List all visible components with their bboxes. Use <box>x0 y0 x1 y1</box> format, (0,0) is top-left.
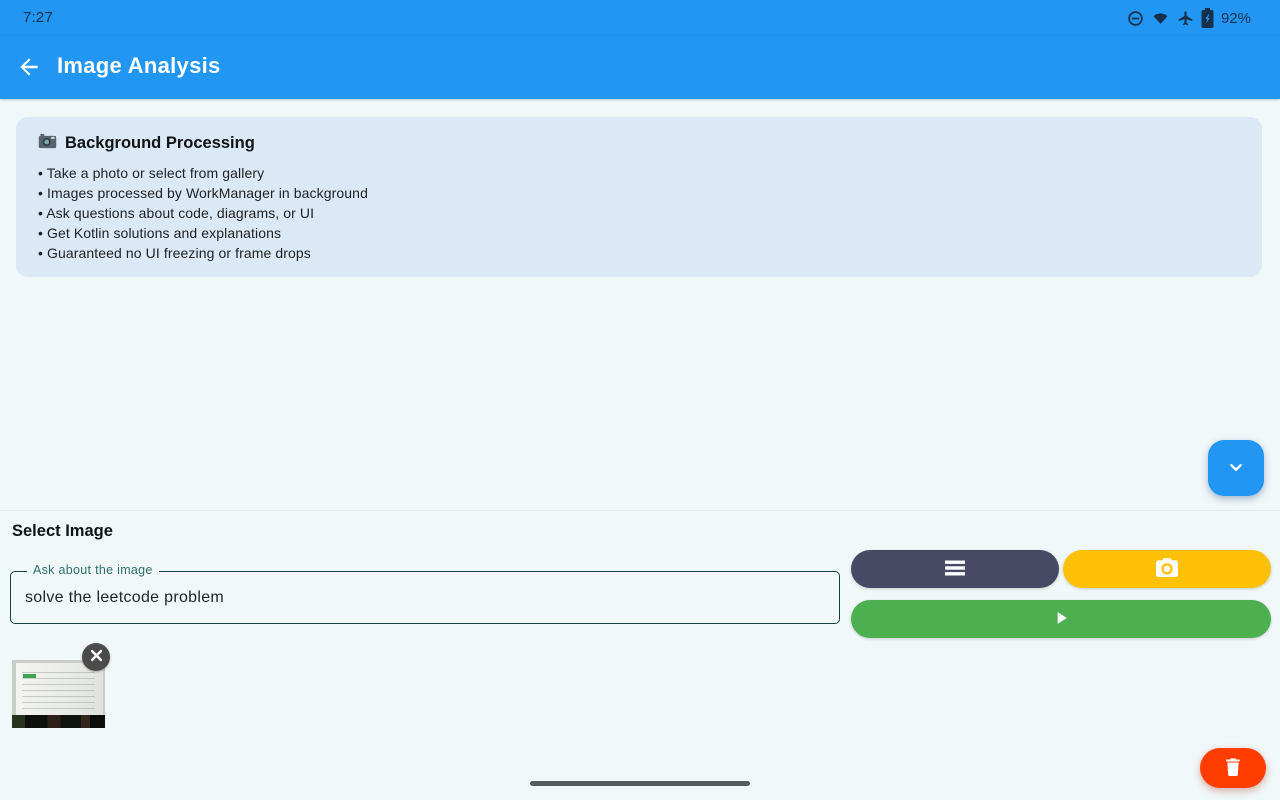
panel-divider <box>0 510 1280 511</box>
bullet-item: • Guaranteed no UI freezing or frame dro… <box>38 245 311 261</box>
gesture-navigation-handle[interactable] <box>530 781 750 786</box>
scroll-down-fab[interactable] <box>1208 440 1264 496</box>
section-title: Select Image <box>12 522 113 540</box>
ask-input[interactable] <box>11 572 839 623</box>
bullet-item: • Get Kotlin solutions and explanations <box>38 225 282 241</box>
camera-emoji-icon <box>38 133 57 154</box>
camera-icon <box>1155 557 1179 582</box>
thumbnail-detail <box>12 715 105 728</box>
airplane-mode-icon <box>1177 10 1194 27</box>
camera-button[interactable] <box>1063 550 1271 588</box>
bullet-item: • Images processed by WorkManager in bac… <box>38 185 368 201</box>
chevron-down-icon <box>1225 456 1247 481</box>
gallery-menu-button[interactable] <box>851 550 1059 588</box>
battery-percent: 92% <box>1220 9 1251 27</box>
info-card-title-row: Background Processing <box>38 133 1240 154</box>
thumbnail-screen-area <box>16 663 103 715</box>
app-bar: Image Analysis <box>0 36 1280 99</box>
thumbnail-detail <box>22 672 95 709</box>
play-icon <box>1051 608 1071 631</box>
trash-icon <box>1224 757 1242 780</box>
info-card-title: Background Processing <box>65 134 255 152</box>
remove-thumbnail-button[interactable] <box>82 643 110 671</box>
do-not-disturb-icon <box>1127 10 1144 27</box>
bullet-item: • Ask questions about code, diagrams, or… <box>38 205 315 221</box>
ask-field: Ask about the image <box>10 563 840 624</box>
menu-icon <box>943 558 967 581</box>
wifi-icon <box>1151 10 1170 27</box>
ask-field-label: Ask about the image <box>27 563 159 577</box>
status-bar: 7:27 92% <box>0 0 1280 36</box>
bullet-item: • Take a photo or select from gallery <box>38 165 265 181</box>
close-icon <box>89 648 104 666</box>
page-title: Image Analysis <box>57 53 221 78</box>
run-analysis-button[interactable] <box>851 600 1271 638</box>
selected-image-thumbnail[interactable] <box>12 660 105 728</box>
battery-charging-icon <box>1201 8 1214 28</box>
info-card-bullets: • Take a photo or select from gallery • … <box>38 163 1240 263</box>
thumbnail-detail <box>23 674 36 678</box>
status-time: 7:27 <box>23 9 53 26</box>
status-icons: 92% <box>1127 0 1251 36</box>
info-card: Background Processing • Take a photo or … <box>16 117 1262 277</box>
delete-fab[interactable] <box>1200 748 1266 788</box>
arrow-left-icon <box>16 57 42 83</box>
back-button[interactable] <box>14 53 44 83</box>
